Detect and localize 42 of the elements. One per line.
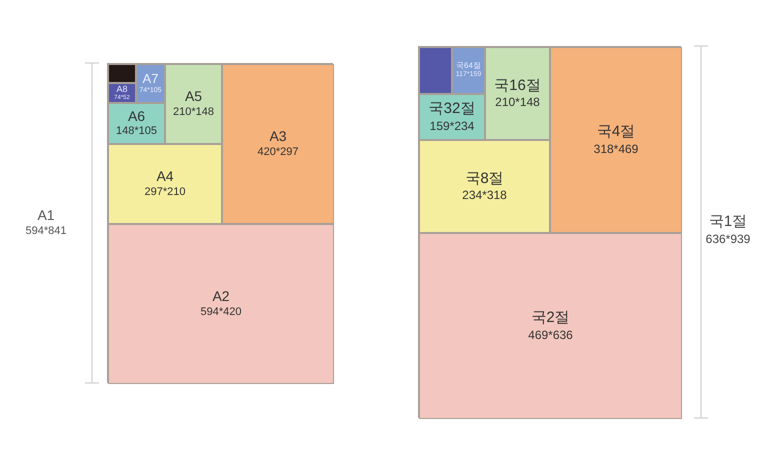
paper-size-box [550, 47, 682, 233]
size-name: A2 [212, 288, 230, 306]
size-name: 국16절 [494, 76, 541, 96]
size-name: A4 [156, 168, 174, 186]
paper-size-box [108, 103, 165, 144]
size-dimensions: 318*469 [594, 142, 638, 157]
size-name: 국2절 [531, 309, 570, 328]
paper-size-box [108, 224, 334, 384]
size-dimensions: 420*297 [258, 146, 298, 160]
paper-size-box [108, 64, 136, 83]
size-name: A7 [142, 71, 158, 87]
paper-size-box [419, 94, 485, 140]
size-dimensions: 210*148 [495, 95, 540, 110]
paper-size-box [485, 47, 550, 140]
paper-size-box [419, 140, 550, 233]
size-name: 국8절 [465, 170, 504, 188]
size-dimensions: 210*148 [173, 106, 214, 120]
size-name: 국1절 [708, 213, 748, 232]
size-name: A5 [184, 88, 202, 106]
size-name: A6 [128, 108, 146, 126]
size-name: A1 [37, 207, 55, 224]
size-dimensions: 297*210 [144, 186, 186, 200]
paper-size-box [108, 83, 136, 103]
paper-size-box [419, 47, 452, 94]
size-dimensions: 594*420 [200, 306, 242, 320]
size-name: 국4절 [596, 123, 636, 142]
paper-size-box [136, 64, 165, 103]
size-name: 국64절 [456, 61, 481, 71]
size-dimensions: 148*105 [116, 125, 157, 140]
paper-size-box [165, 64, 222, 144]
size-dimensions: 469*636 [528, 328, 573, 343]
size-dimensions: 594*841 [26, 224, 66, 238]
size-dimensions: 159*234 [430, 118, 474, 134]
size-name: 국32절 [428, 100, 476, 119]
size-name: A8 [116, 84, 128, 94]
paper-size-box [419, 233, 682, 419]
size-dimensions: 636*939 [706, 232, 750, 247]
paper-size-box [108, 144, 222, 224]
paper-size-box [222, 64, 334, 224]
size-dimensions: 234*318 [462, 188, 507, 204]
size-name: A3 [269, 128, 287, 146]
paper-size-box [452, 47, 485, 94]
